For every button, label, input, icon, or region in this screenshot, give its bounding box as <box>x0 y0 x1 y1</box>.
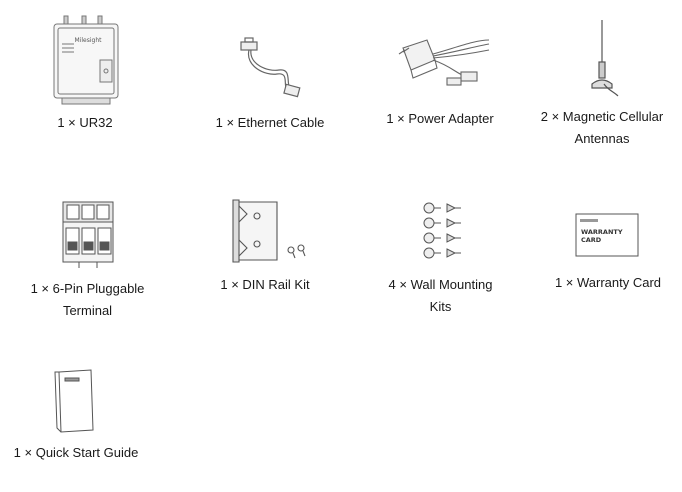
wall-mount-icon <box>423 202 461 259</box>
item-antennas: 2 × Magnetic Cellular Antennas <box>527 18 677 150</box>
caption-quick-start-guide: 1 × Quick Start Guide <box>13 445 139 460</box>
antenna-icon <box>591 20 619 97</box>
caption-antennas: 2 × Magnetic Cellular Antennas <box>540 109 664 146</box>
caption-wall-mount: 4 × Wall Mounting Kits <box>388 277 493 314</box>
din-rail-icon <box>232 199 306 263</box>
item-din-rail: 1 × DIN Rail Kit <box>200 196 330 296</box>
caption-power-adapter: 1 × Power Adapter <box>386 111 494 126</box>
warranty-card-line1: WARRANTY <box>581 228 623 236</box>
caption-ur32: 1 × UR32 <box>57 115 113 130</box>
warranty-card-icon: WARRANTY CARD <box>575 213 639 257</box>
caption-ethernet-cable: 1 × Ethernet Cable <box>215 115 325 130</box>
router-icon: Milesight <box>53 15 119 105</box>
item-power-adapter: 1 × Power Adapter <box>370 30 510 130</box>
caption-terminal: 1 × 6-Pin Pluggable Terminal <box>30 281 145 318</box>
item-ur32: Milesight 1 × UR32 <box>20 14 150 134</box>
caption-warranty-card: 1 × Warranty Card <box>554 275 662 290</box>
item-wall-mount: 4 × Wall Mounting Kits <box>373 198 508 318</box>
guide-icon <box>54 369 94 433</box>
svg-text:Milesight: Milesight <box>75 37 103 44</box>
item-terminal: 1 × 6-Pin Pluggable Terminal <box>20 196 155 322</box>
caption-din-rail: 1 × DIN Rail Kit <box>220 277 310 292</box>
power-adapter-icon <box>398 39 490 86</box>
warranty-card-line2: CARD <box>581 236 602 244</box>
item-ethernet-cable: 1 × Ethernet Cable <box>200 36 340 134</box>
terminal-block-icon <box>62 201 113 268</box>
ethernet-cable-icon <box>240 37 301 98</box>
item-warranty-card: WARRANTY CARD 1 × Warranty Card <box>538 212 678 294</box>
item-quick-start-guide: 1 × Quick Start Guide <box>6 366 146 464</box>
